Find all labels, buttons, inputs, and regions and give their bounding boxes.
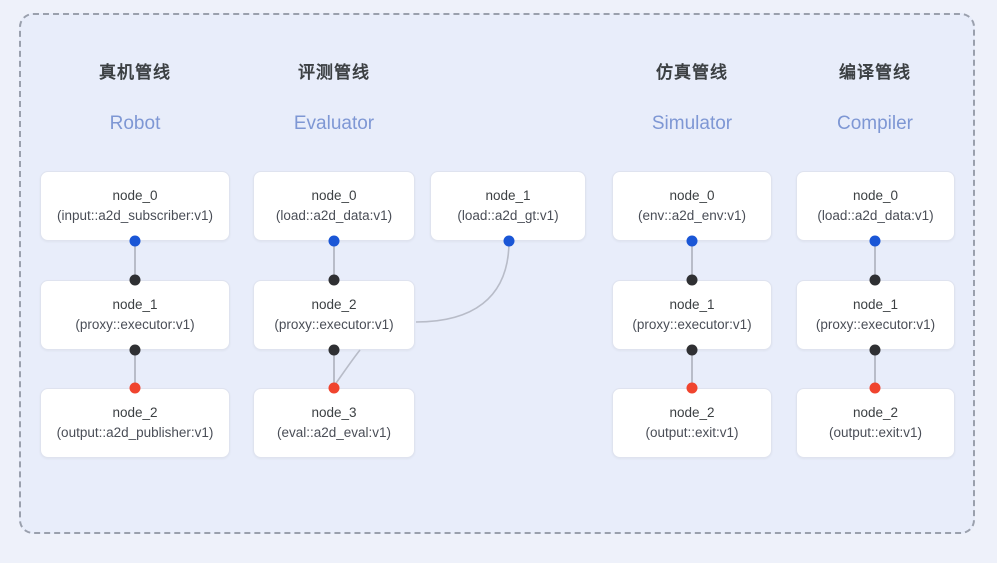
port-input-robot-2[interactable] bbox=[129, 382, 141, 394]
node-name: node_1 bbox=[669, 297, 715, 312]
edge-robot-1-2 bbox=[134, 350, 136, 388]
node-card-evaluator-2[interactable]: node_2 (proxy::executor:v1) bbox=[253, 280, 415, 350]
node-type: (proxy::executor:v1) bbox=[632, 317, 752, 332]
port-input-simulator-1[interactable] bbox=[686, 274, 698, 286]
node-card-robot-1[interactable]: node_1 (proxy::executor:v1) bbox=[40, 280, 230, 350]
port-output-robot-1[interactable] bbox=[129, 344, 141, 356]
node-card-simulator-0[interactable]: node_0 (env::a2d_env:v1) bbox=[612, 171, 772, 241]
node-type: (env::a2d_env:v1) bbox=[637, 208, 747, 223]
port-output-simulator-1[interactable] bbox=[686, 344, 698, 356]
node-type: (input::a2d_subscriber:v1) bbox=[56, 208, 214, 223]
node-name: node_1 bbox=[112, 297, 158, 312]
port-input-evaluator-2[interactable] bbox=[328, 274, 340, 286]
node-name: node_2 bbox=[852, 405, 899, 420]
port-output-simulator-0[interactable] bbox=[686, 235, 698, 247]
port-output-compiler-1[interactable] bbox=[869, 344, 881, 356]
node-type: (proxy::executor:v1) bbox=[274, 317, 394, 332]
node-name: node_0 bbox=[311, 188, 357, 203]
node-card-simulator-1[interactable]: node_1 (proxy::executor:v1) bbox=[612, 280, 772, 350]
node-type: (proxy::executor:v1) bbox=[75, 317, 195, 332]
node-card-compiler-2[interactable]: node_2 (output::exit:v1) bbox=[796, 388, 955, 458]
port-output-robot-0[interactable] bbox=[129, 235, 141, 247]
node-type: (output::exit:v1) bbox=[828, 425, 923, 440]
node-name: node_0 bbox=[669, 188, 715, 203]
node-type: (load::a2d_gt:v1) bbox=[457, 208, 559, 223]
node-card-robot-2[interactable]: node_2 (output::a2d_publisher:v1) bbox=[40, 388, 230, 458]
edge-simulator-1-2 bbox=[691, 350, 693, 388]
node-name: node_0 bbox=[852, 188, 899, 203]
edge-evaluator-0-2 bbox=[333, 241, 335, 280]
node-type: (output::a2d_publisher:v1) bbox=[56, 425, 214, 440]
node-name: node_3 bbox=[311, 405, 357, 420]
node-type: (eval::a2d_eval:v1) bbox=[276, 425, 392, 440]
node-type: (load::a2d_data:v1) bbox=[817, 208, 934, 223]
edge-compiler-0-1 bbox=[874, 241, 876, 280]
node-name: node_2 bbox=[669, 405, 715, 420]
node-name: node_1 bbox=[485, 188, 531, 203]
node-card-compiler-0[interactable]: node_0 (load::a2d_data:v1) bbox=[796, 171, 955, 241]
port-output-evaluator-0[interactable] bbox=[328, 235, 340, 247]
node-card-robot-0[interactable]: node_0 (input::a2d_subscriber:v1) bbox=[40, 171, 230, 241]
port-input-compiler-1[interactable] bbox=[869, 274, 881, 286]
node-type: (load::a2d_data:v1) bbox=[275, 208, 393, 223]
node-card-evaluator-3[interactable]: node_3 (eval::a2d_eval:v1) bbox=[253, 388, 415, 458]
port-output-evaluator-2[interactable] bbox=[328, 344, 340, 356]
port-input-robot-1[interactable] bbox=[129, 274, 141, 286]
port-input-evaluator-3[interactable] bbox=[328, 382, 340, 394]
node-type: (proxy::executor:v1) bbox=[815, 317, 936, 332]
port-output-compiler-0[interactable] bbox=[869, 235, 881, 247]
node-name: node_2 bbox=[112, 405, 158, 420]
node-card-compiler-1[interactable]: node_1 (proxy::executor:v1) bbox=[796, 280, 955, 350]
node-name: node_2 bbox=[311, 297, 357, 312]
node-card-evaluator-0[interactable]: node_0 (load::a2d_data:v1) bbox=[253, 171, 415, 241]
node-card-evaluator-1[interactable]: node_1 (load::a2d_gt:v1) bbox=[430, 171, 586, 241]
node-type: (output::exit:v1) bbox=[645, 425, 739, 440]
edge-simulator-0-1 bbox=[691, 241, 693, 280]
port-input-simulator-2[interactable] bbox=[686, 382, 698, 394]
node-card-simulator-2[interactable]: node_2 (output::exit:v1) bbox=[612, 388, 772, 458]
node-name: node_0 bbox=[112, 188, 158, 203]
edge-compiler-1-2 bbox=[874, 350, 876, 388]
port-output-evaluator-1[interactable] bbox=[503, 235, 515, 247]
edge-robot-0-1 bbox=[134, 241, 136, 280]
node-name: node_1 bbox=[852, 297, 899, 312]
port-input-compiler-2[interactable] bbox=[869, 382, 881, 394]
